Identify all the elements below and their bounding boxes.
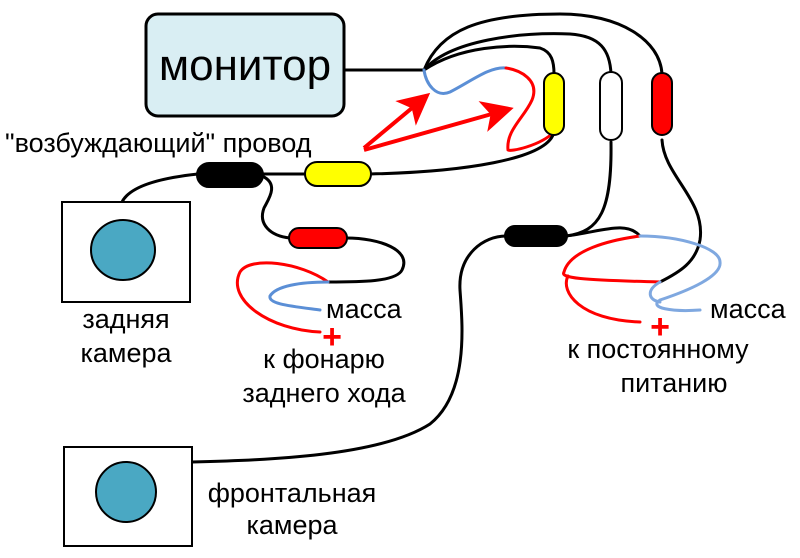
- constant-power-label-2: питанию: [620, 368, 727, 398]
- wire-trigger-red: [504, 66, 556, 152]
- wire-black-to-power: [564, 226, 642, 238]
- front-camera: фронтальная камера: [63, 446, 377, 547]
- wire-red-rear-loop: [326, 236, 406, 284]
- connector-black-front: [504, 225, 568, 247]
- wire-to-white-connector: [422, 32, 613, 76]
- pointer-arrow-2: [363, 101, 514, 152]
- front-camera-lens: [95, 461, 157, 523]
- ground-label-left: масса: [326, 294, 403, 324]
- wire-red-monitor-down: [658, 138, 703, 284]
- monitor-box: [144, 12, 346, 118]
- connector-yellow-monitor: [543, 72, 565, 136]
- wire-constant-ground-blue-2: [648, 280, 662, 304]
- wire-rear-camera: [120, 172, 200, 204]
- front-camera-label-1: фронтальная: [208, 478, 377, 508]
- constant-power-label-1: к постоянному: [567, 334, 749, 364]
- wire-constant-power-red-2: [564, 274, 642, 324]
- connector-white-monitor: [599, 71, 623, 141]
- wire-trigger-blue: [422, 66, 508, 95]
- connector-black-rear: [196, 162, 264, 188]
- monitor-label: монитор: [159, 41, 331, 90]
- wire-to-red-connector: [422, 12, 664, 76]
- rear-camera: задняя камера: [61, 201, 191, 368]
- wire-constant-ground-blue: [638, 234, 722, 312]
- wire-rear-power-red: [236, 261, 330, 334]
- rear-camera-label-2: камера: [80, 338, 172, 368]
- wire-black-to-red-rear: [260, 174, 292, 240]
- connector-yellow-trigger: [304, 161, 372, 187]
- reverse-light-label-1: к фонарю: [263, 344, 385, 374]
- plus-sign-right: +: [650, 308, 670, 346]
- wire-yellow-to-trigger: [368, 130, 556, 176]
- plus-sign-left: +: [322, 318, 342, 356]
- trigger-wire-label: "возбуждающий" провод: [5, 128, 312, 158]
- monitor: монитор: [144, 12, 346, 118]
- wire-constant-power-red: [562, 234, 662, 284]
- connector-red-rear-power: [288, 227, 348, 249]
- reverse-light-label-2: заднего хода: [242, 378, 406, 408]
- wire-to-yellow-connector: [422, 44, 556, 76]
- wire-front-camera: [190, 234, 508, 464]
- pointer-arrow-1: [362, 92, 431, 150]
- ground-label-right: масса: [710, 294, 787, 324]
- wire-rear-ground-blue: [268, 280, 330, 312]
- connector-red-monitor: [651, 72, 673, 136]
- rear-camera-label-1: задняя: [82, 304, 169, 334]
- wire-black-to-white: [564, 140, 613, 238]
- rear-camera-lens: [90, 219, 156, 281]
- front-camera-label-2: камера: [246, 510, 338, 540]
